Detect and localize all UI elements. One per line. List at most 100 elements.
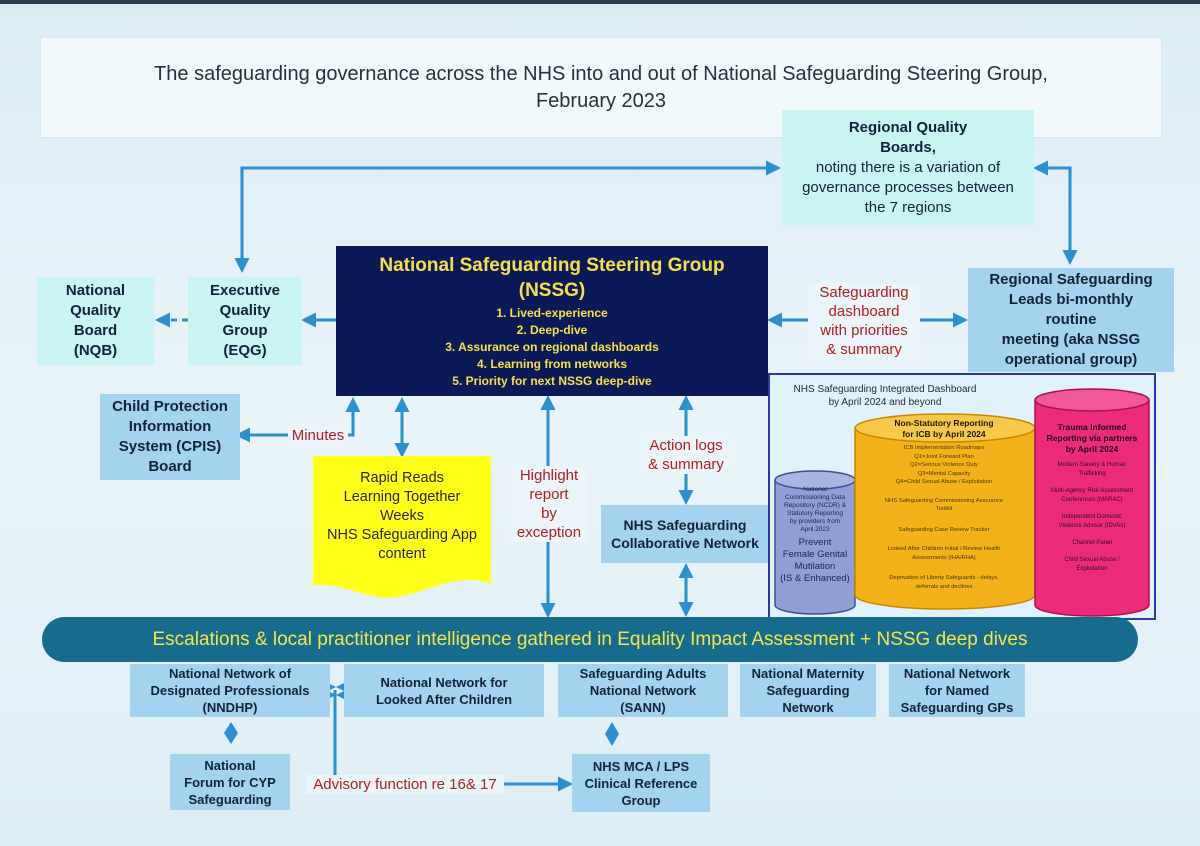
cpis-line: Information bbox=[128, 418, 212, 435]
arrow-rqb-eqg bbox=[234, 160, 781, 273]
nonstat-item: Looked After Children Initial / Review H… bbox=[887, 546, 1001, 552]
nonstat-item: Q1=Joint Forward Plan bbox=[914, 453, 974, 460]
rsl-line: Leads bi-monthly bbox=[1008, 291, 1134, 308]
safeguarding-dashboard-label: Safeguarding dashboard with priorities &… bbox=[808, 283, 920, 359]
executive-quality-group-box: Executive Quality Group (EQG) bbox=[188, 277, 302, 365]
nonstat-text: Non-Statutory Reporting for ICB by April… bbox=[858, 418, 1030, 591]
gps-line: National Network bbox=[903, 666, 1011, 681]
ncdr-small-line: Statutory Reporting bbox=[786, 510, 843, 517]
action-logs-label: Action logs & summary bbox=[640, 436, 732, 474]
dashboard-title: NHS Safeguarding Integrated Dashboard by… bbox=[770, 383, 1000, 409]
sann-box: Safeguarding Adults National Network (SA… bbox=[558, 664, 728, 717]
rsl-line: routine bbox=[1045, 311, 1097, 328]
maternity-box: National Maternity Safeguarding Network bbox=[740, 664, 876, 717]
trauma-text: Trauma Informed Reporting via partners b… bbox=[1037, 422, 1147, 574]
nonstat-items: ICB Implementation Roadmaps Q1=Joint For… bbox=[858, 444, 1030, 591]
trauma-item: Violence Advisor (IDVAs) bbox=[1058, 523, 1126, 529]
nqb-line: Board bbox=[73, 322, 118, 339]
arrow-nssg-cpis bbox=[235, 397, 361, 443]
eqg-line: (EQG) bbox=[223, 342, 267, 359]
maternity-line: Safeguarding bbox=[766, 683, 850, 698]
mca-line: Clinical Reference bbox=[584, 775, 698, 791]
rapid-reads-shape bbox=[313, 456, 491, 598]
trauma-title-line: by April 2024 bbox=[1065, 444, 1119, 454]
eqg-line: Executive bbox=[209, 282, 281, 299]
lac-box: National Network for Looked After Childr… bbox=[344, 664, 544, 717]
sann-line: National Network bbox=[589, 683, 697, 698]
rsl-line: operational group) bbox=[1004, 351, 1138, 368]
diamond-nndhp-cyp bbox=[224, 722, 238, 744]
rqb-body-2: governance processes between bbox=[802, 178, 1014, 196]
trauma-title-line: Reporting via partners bbox=[1046, 433, 1138, 443]
action-logs-line: & summary bbox=[648, 456, 724, 473]
rapid-reads-line: content bbox=[378, 545, 426, 562]
regional-quality-boards-box: Regional Quality Boards, noting there is… bbox=[782, 110, 1034, 225]
gps-line: for Named bbox=[924, 683, 990, 698]
trauma-item: Multi-Agency Risk Assessment bbox=[1050, 488, 1134, 494]
diamond-sann-mca bbox=[605, 722, 619, 746]
nndhp-line: National Network of bbox=[168, 666, 292, 681]
maternity-line: Network bbox=[782, 700, 834, 715]
nonstat-item: Toolkit bbox=[935, 506, 953, 512]
collaborative-network-box: NHS Safeguarding Collaborative Network bbox=[601, 505, 769, 563]
dashboard-title-1: NHS Safeguarding Integrated Dashboard bbox=[793, 384, 977, 395]
nqb-line: Quality bbox=[70, 302, 121, 319]
rsl-line: meeting (aka NSSG bbox=[1001, 331, 1141, 348]
minutes-label: Minutes bbox=[288, 426, 348, 445]
maternity-line: National Maternity bbox=[751, 666, 865, 681]
rqb-heading-1: Regional Quality bbox=[848, 118, 968, 136]
dashboard-title-2: by April 2024 and beyond bbox=[828, 397, 942, 408]
collab-line: NHS Safeguarding bbox=[623, 517, 747, 533]
nssg-item: 5. Priority for next NSSG deep-dive bbox=[452, 373, 652, 388]
nonstat-item: deferrals and declines bbox=[915, 583, 973, 590]
dashboard-cylinders bbox=[774, 388, 1150, 617]
nonstat-item: NHS Safeguarding Commissioning Assurance bbox=[884, 497, 1004, 504]
sd-line: & summary bbox=[826, 341, 902, 358]
sd-line: dashboard bbox=[828, 303, 900, 320]
rapid-reads-line: Rapid Reads bbox=[360, 469, 444, 486]
mca-line: Group bbox=[621, 792, 661, 808]
arrow-rqb-rsl bbox=[1033, 160, 1078, 265]
ncdr-large-line: Mutilation bbox=[794, 561, 836, 572]
nonstat-title: Non-Statutory Reporting for ICB by April… bbox=[858, 418, 1030, 440]
nonstat-item: Q3=Mental Capacity bbox=[917, 470, 971, 477]
rapid-reads-line: Learning Together bbox=[343, 488, 461, 505]
ncdr-large-line: Female Genital bbox=[782, 549, 848, 560]
top-bar bbox=[0, 0, 1200, 4]
ncdr-small-block: National Commissioning Data Repository (… bbox=[774, 486, 856, 534]
trauma-item: Trafficking bbox=[1078, 471, 1106, 477]
nonstat-item: Q4=Child Sexual Abuse / Exploitation bbox=[895, 479, 993, 485]
collab-line: Collaborative Network bbox=[611, 535, 759, 551]
lac-line: National Network for bbox=[380, 674, 508, 690]
ncdr-small-line: National bbox=[803, 486, 827, 493]
trauma-item: Conferences (MARAC) bbox=[1061, 497, 1123, 503]
trauma-item: Modern Slavery & Human bbox=[1057, 462, 1127, 468]
nonstat-item: ICB Implementation Roadmaps bbox=[903, 445, 985, 451]
advisory-label: Advisory function re 16& 17 bbox=[306, 775, 504, 794]
nssg-title-1: National Safeguarding Steering Group bbox=[379, 254, 725, 276]
rapid-reads-box: Rapid Reads Learning Together Weeks NHS … bbox=[313, 460, 491, 572]
eqg-line: Group bbox=[222, 322, 268, 339]
connector-bowtie bbox=[328, 683, 344, 699]
sd-line: with priorities bbox=[820, 322, 908, 339]
ncdr-text: National Commissioning Data Repository (… bbox=[774, 486, 856, 585]
gps-line: Safeguarding GPs bbox=[900, 700, 1014, 715]
ncdr-large-line: (IS & Enhanced) bbox=[780, 573, 850, 584]
trauma-item: Independent Domestic bbox=[1061, 514, 1123, 520]
ncdr-small-line: Repository (NCDR) & bbox=[783, 502, 847, 509]
nssg-item: 1. Lived-experience bbox=[496, 305, 608, 320]
trauma-item: Channel Panel bbox=[1072, 540, 1112, 546]
nonstat-title-line: Non-Statutory Reporting bbox=[894, 418, 994, 428]
national-quality-board-box: National Quality Board (NQB) bbox=[37, 277, 154, 365]
highlight-line: by bbox=[541, 505, 557, 522]
nssg-box: National Safeguarding Steering Group (NS… bbox=[336, 246, 768, 396]
nndhp-line: (NNDHP) bbox=[202, 700, 258, 715]
escalations-text: Escalations & local practitioner intelli… bbox=[152, 628, 1028, 650]
nssg-item: 3. Assurance on regional dashboards bbox=[445, 339, 659, 354]
trauma-title-line: Trauma Informed bbox=[1057, 422, 1127, 432]
highlight-line: report bbox=[529, 486, 569, 503]
cpis-line: Child Protection bbox=[112, 398, 228, 415]
nonstat-item: Deprivation of Liberty Safeguards - dela… bbox=[889, 575, 999, 581]
nonstat-item: Safeguarding Case Review Tracker bbox=[898, 526, 990, 533]
